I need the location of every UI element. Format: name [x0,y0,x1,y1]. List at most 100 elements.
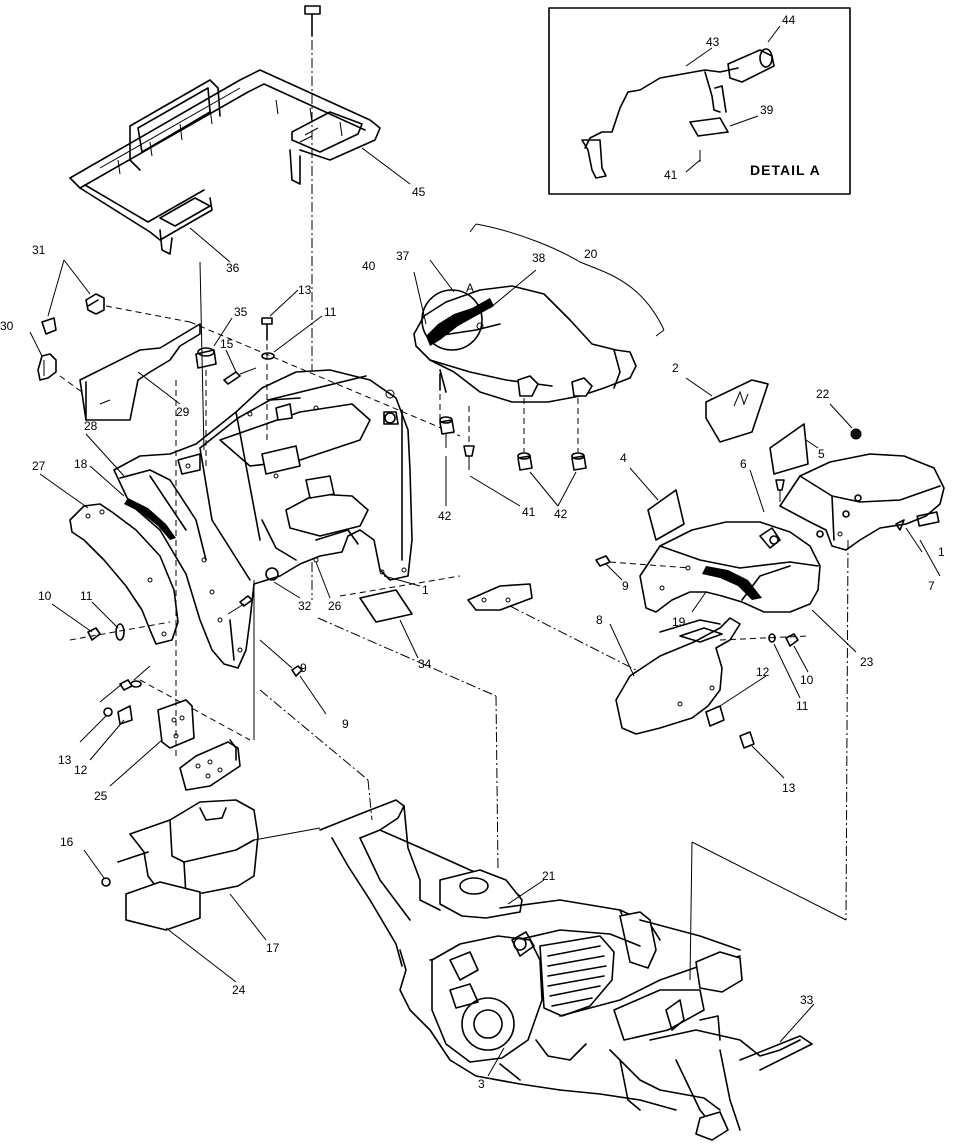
callout-12-left: 12 [74,763,88,777]
washer-11-left [115,623,125,641]
callout-32: 32 [298,599,312,613]
bolt-13-left [103,707,113,717]
screw-9-right [595,555,611,567]
bolt-13-upper [261,317,273,440]
decal-2 [705,379,769,443]
bracket-29 [79,323,201,421]
callout-42-left: 42 [438,509,452,523]
plate-12-left [117,705,133,725]
callout-33: 33 [800,993,814,1007]
fastener-42-left [439,416,455,448]
plate-12-right [705,705,725,727]
fastener-42-right [571,452,587,471]
hardware-10-11-lower [119,679,142,691]
callout-11-right: 11 [796,699,809,713]
callout-8: 8 [596,613,603,627]
callout-5: 5 [818,447,825,461]
callout-7: 7 [928,579,935,593]
callout-20: 20 [584,247,598,261]
top-bolt [304,5,321,600]
detail-a-inset: 44 43 39 41 DETAIL A [548,7,851,195]
screw-9-lower [291,665,303,677]
nut-10-right [785,633,799,647]
detail-callout-39: 39 [760,103,774,117]
callout-24: 24 [232,983,246,997]
mud-flap-27 [69,503,179,645]
detail-a-plate-39 [689,117,729,137]
decal-34 [359,589,413,623]
callout-11-left: 11 [80,589,93,603]
callout-13-right: 13 [782,781,796,795]
nut-10-left [87,627,101,641]
battery-tray-17 [117,799,259,897]
callout-22: 22 [816,387,830,401]
callout-25: 25 [94,789,108,803]
front-fender-upper [639,521,821,613]
washer-11-upper [261,352,275,360]
battery-24 [125,881,201,931]
callout-42-right: 42 [554,507,568,521]
callout-13-left: 13 [58,753,72,767]
seat-assembly [413,285,637,403]
callout-31: 31 [32,243,46,257]
detail-callout-44: 44 [782,13,796,27]
step-plate [179,739,241,791]
rear-fender-assembly [113,369,413,669]
callout-23: 23 [860,655,874,669]
callout-9-a: 9 [300,661,307,675]
callout-26: 26 [328,599,342,613]
circle-marker-a: A [466,281,474,295]
callout-1-right: 1 [938,545,945,559]
callout-15: 15 [220,337,234,351]
callout-21: 21 [542,869,556,883]
callout-19: 19 [672,615,686,629]
callout-37: 37 [396,249,410,263]
detail-callout-43: 43 [706,35,720,49]
screw-16 [101,877,111,887]
callout-30: 30 [0,319,14,333]
callout-27: 27 [32,459,46,473]
screw-41 [463,445,475,470]
grommet-35 [195,347,217,369]
front-fender-7 [779,453,945,551]
detail-a-cylinder-44 [727,48,775,83]
callout-4: 4 [620,451,627,465]
callout-1-left: 1 [422,583,429,597]
callout-41: 41 [522,505,536,519]
callout-40: 40 [362,259,376,273]
callout-16: 16 [60,835,74,849]
callout-6: 6 [740,457,747,471]
callout-45: 45 [412,185,426,199]
callout-2: 2 [672,361,679,375]
floor-bracket [467,583,533,611]
callout-11-top: 11 [324,305,337,319]
mud-flap-8 [615,617,741,735]
bolt-6 [775,479,785,502]
callout-9-right: 9 [622,579,629,593]
decal-4 [647,489,685,541]
pin-15 [223,367,257,385]
callout-12-right: 12 [756,665,770,679]
callout-3: 3 [478,1077,485,1091]
rear-rack [69,69,381,255]
callout-35: 35 [234,305,248,319]
bolt-13-right [739,731,755,749]
callout-9-b: 9 [342,717,349,731]
detail-a-frame [548,7,851,195]
fender-hatching-18 [124,498,176,540]
callout-36: 36 [226,261,240,275]
callout-10-left: 10 [38,589,52,603]
fastener-42-mid [517,452,533,471]
clip-30 [37,353,57,381]
callout-17: 17 [266,941,280,955]
callout-34: 34 [418,657,432,671]
callout-10-right: 10 [800,673,814,687]
detail-callout-41: 41 [664,168,678,182]
callout-labels: 45 36 31 30 35 13 11 15 29 28 27 18 10 1… [0,185,945,1091]
callout-13-top: 13 [298,283,312,297]
clip-31-upper [85,293,105,315]
detail-a-title: DETAIL A [750,162,821,178]
callout-29: 29 [176,405,190,419]
callout-28: 28 [84,419,98,433]
